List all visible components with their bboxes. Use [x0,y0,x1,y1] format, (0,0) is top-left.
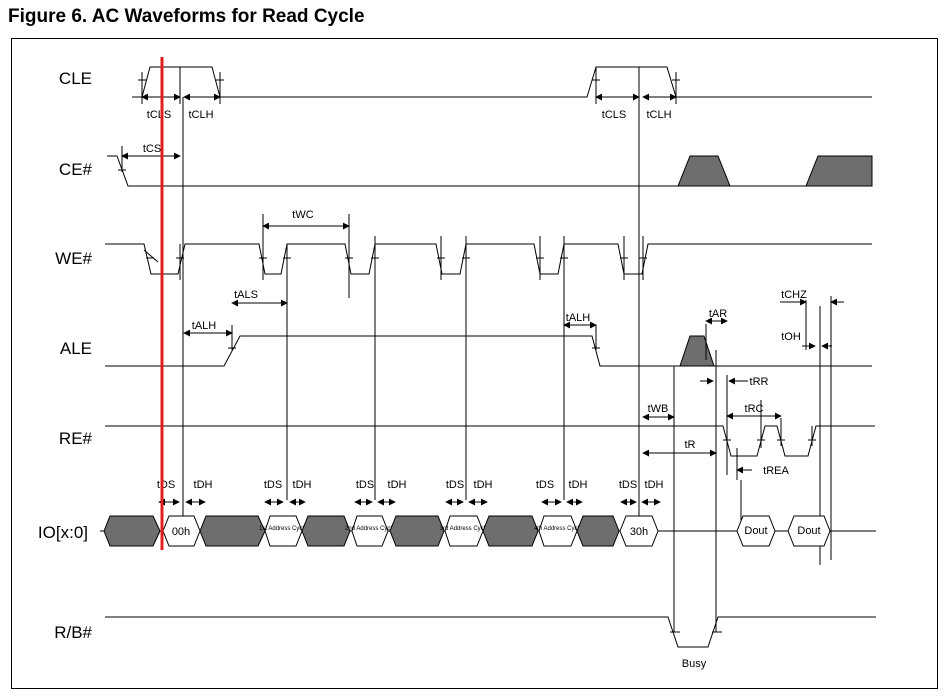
io-text-addr4: 4th Address Cycle [534,526,583,532]
io-text-30h: 30h [630,526,648,538]
label-tdh-4: tDH [474,479,493,491]
we-waveform [105,243,872,275]
cle-waveform [132,66,872,98]
diagram-frame [11,38,938,689]
label-tdh-2: tDH [293,479,312,491]
io-text-addr3: 3rd Address Cycle [440,526,489,532]
signal-label-ce: CE# [59,160,93,179]
signal-label-cle: CLE [59,69,92,88]
label-tcls-2: tCLS [602,109,626,121]
cle-edge-ticks [138,67,680,104]
signal-label-re: RE# [59,429,93,448]
label-busy: Busy [682,658,707,670]
label-tclh-2: tCLH [646,109,671,121]
label-trc: tRC [745,403,764,415]
label-tr: tR [685,439,696,451]
io-cell-dout-2 [787,515,831,547]
label-tds-5: tDS [536,479,554,491]
label-talh: tALH [192,320,217,332]
label-tds-3: tDS [356,479,374,491]
rb-waveform [105,616,876,648]
label-tcs: tCS [143,143,161,155]
label-tds-4: tDS [446,479,464,491]
io-cell-addr2 [351,515,389,547]
signal-label-io: IO[x:0] [38,523,88,542]
label-tds-6: tDS [619,479,637,491]
io-dont-care-4 [389,515,445,547]
io-text-addr1: 1st Address Cycle [259,526,308,532]
label-twb: tWB [648,403,669,415]
io-dont-care-3 [301,515,351,547]
ce-waveform [107,155,872,187]
label-trea: tREA [763,465,789,477]
signal-label-we: WE# [55,249,92,268]
io-text-addr2: 2nd Address Cycle [345,526,396,532]
signal-label-rb: R/B# [54,623,92,642]
io-cell-dout-1 [736,515,776,547]
label-tds-1: tDS [157,479,175,491]
label-tdh-3: tDH [388,479,407,491]
label-twc: tWC [292,209,313,221]
ale-dont-care [679,335,715,367]
label-talh-2: tALH [566,312,591,324]
label-tar: tAR [709,308,727,320]
io-dont-care-1 [103,515,161,547]
label-tclh: tCLH [188,109,213,121]
label-trr: tRR [750,376,769,388]
io-text-00h: 00h [172,526,190,538]
label-tdh-5: tDH [569,479,588,491]
io-text-dout-2: Dout [797,525,820,537]
io-dont-care-2 [199,515,266,547]
reference-lines [182,97,832,632]
io-cell-30h [619,515,659,547]
label-tals: tALS [234,289,258,301]
label-tcls: tCLS [147,109,171,121]
io-dont-care-5 [482,515,539,547]
label-toh: tOH [781,331,801,343]
label-tchz: tCHZ [781,289,807,301]
label-tdh-6: tDH [645,479,664,491]
io-text-dout-1: Dout [744,525,767,537]
io-dont-care-6 [576,515,620,547]
page-title: Figure 6. AC Waveforms for Read Cycle [8,6,365,27]
label-tds-2: tDS [264,479,282,491]
ale-waveform [105,335,872,367]
label-tdh-1: tDH [194,479,213,491]
signal-label-ale: ALE [60,339,92,358]
ce-dont-care-2 [805,155,873,187]
we-edge-ticks [143,214,647,300]
re-waveform [105,425,875,457]
ce-dont-care-1 [677,155,731,187]
